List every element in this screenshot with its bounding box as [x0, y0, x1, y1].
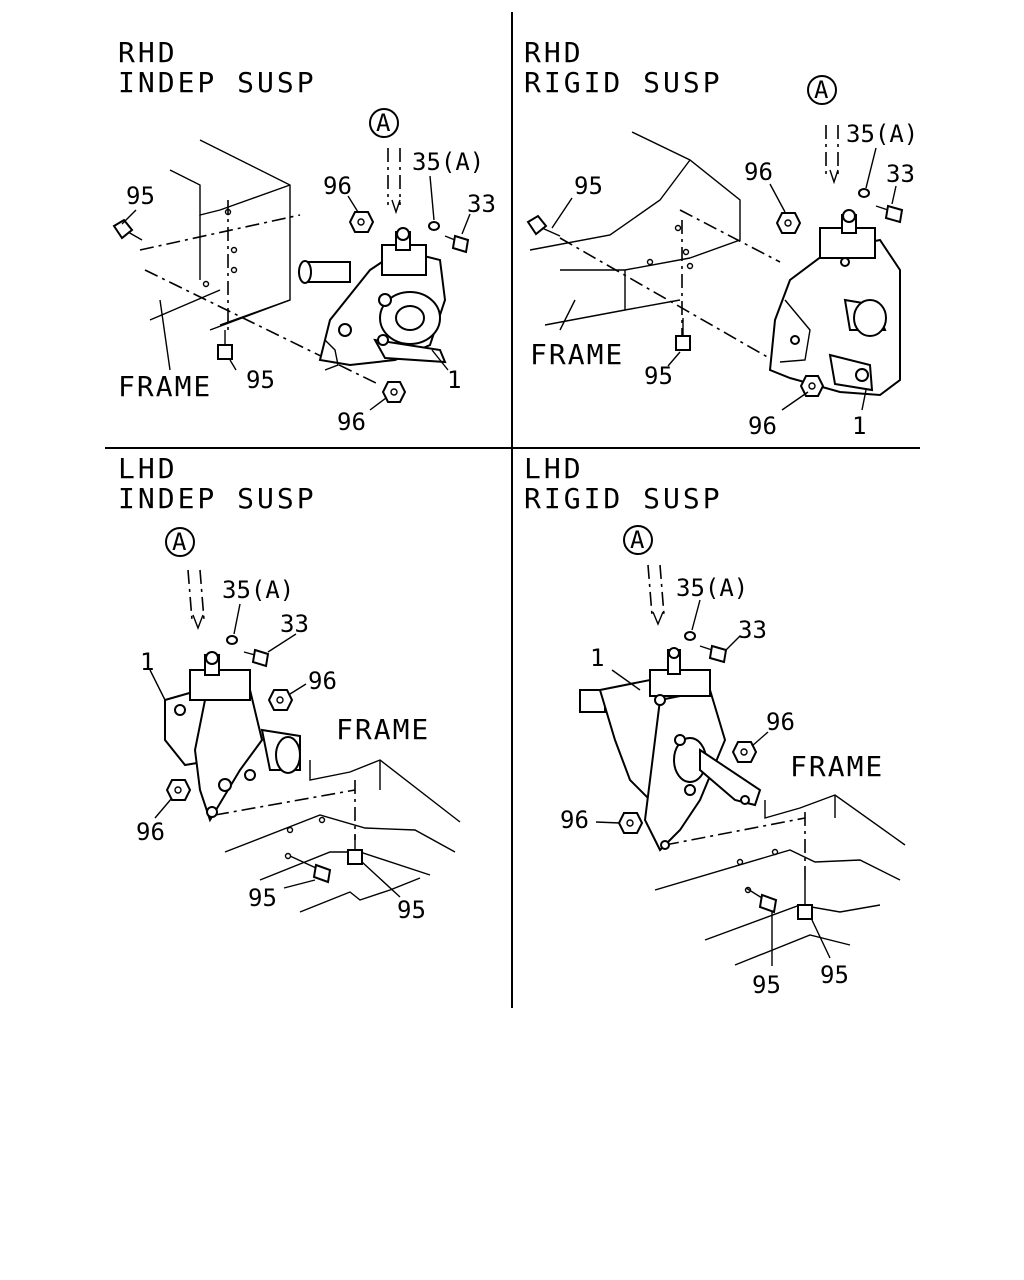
callout-a-circle	[369, 108, 399, 138]
nut-96-top	[267, 689, 294, 711]
callout-1: 1	[140, 648, 154, 676]
callout-95-bottom: 95	[644, 362, 673, 390]
callout-33: 33	[738, 616, 767, 644]
callout-95-left: 95	[126, 182, 155, 210]
bolt-95-a	[289, 855, 332, 884]
callout-35a: 35(A)	[412, 148, 484, 176]
panel-title-line1: LHD	[118, 452, 178, 485]
frame-rail	[529, 131, 791, 371]
callout-1: 1	[447, 366, 461, 394]
nut-96-left	[165, 779, 192, 801]
callout-96-bottom: 96	[337, 408, 366, 436]
callout-a-circle	[807, 75, 837, 105]
bolt-95-b	[797, 880, 813, 920]
callout-95-a: 95	[248, 884, 277, 912]
callout-a-circle	[165, 527, 195, 557]
callout-a: A	[172, 528, 187, 556]
panel-title-line1: LHD	[524, 452, 584, 485]
panel-rhd-rigid-susp: RHD RIGID SUSP FRAME	[524, 36, 918, 440]
callout-33: 33	[280, 610, 309, 638]
callout-35a: 35(A)	[222, 576, 294, 604]
callout-a: A	[814, 76, 829, 104]
washer-35a	[684, 631, 696, 641]
panel-rhd-indep-susp: RHD INDEP SUSP FRAME	[112, 36, 496, 436]
frame-rail	[214, 759, 461, 913]
bolt-33	[699, 644, 728, 664]
bolt-33	[444, 234, 470, 254]
callout-95-b: 95	[397, 896, 426, 924]
bolt-95-b	[347, 835, 363, 865]
callout-35a: 35(A)	[676, 574, 748, 602]
callout-1: 1	[590, 644, 604, 672]
callout-95-b: 95	[820, 961, 849, 989]
frame-label: FRAME	[118, 370, 212, 403]
callout-95-bottom: 95	[246, 366, 275, 394]
bolt-33	[875, 204, 904, 224]
callout-96-top: 96	[308, 667, 337, 695]
panel-lhd-rigid-susp: LHD RIGID SUSP FRAME	[524, 452, 906, 999]
frame-label: FRAME	[336, 713, 430, 746]
panel-title-line2: INDEP SUSP	[118, 66, 317, 99]
steering-gear-box	[164, 651, 301, 823]
callout-95-a: 95	[752, 971, 781, 999]
callout-33: 33	[886, 160, 915, 188]
frame-label: FRAME	[530, 338, 624, 371]
bolt-95-left	[526, 214, 561, 237]
hose-a: A	[369, 108, 401, 215]
callout-a: A	[630, 526, 645, 554]
washer-35a	[428, 221, 440, 231]
callout-96-top: 96	[744, 158, 773, 186]
callout-33: 33	[467, 190, 496, 218]
panel-title-line2: RIGID SUSP	[524, 66, 723, 99]
callout-96-top: 96	[323, 172, 352, 200]
panel-title-line2: INDEP SUSP	[118, 482, 317, 515]
callout-96-left: 96	[136, 818, 165, 846]
washer-35a	[858, 188, 870, 198]
nut-96-top	[731, 741, 758, 763]
washer-35a	[226, 635, 238, 645]
hose-a: A	[623, 525, 665, 626]
frame-label: FRAME	[790, 750, 884, 783]
callout-a: A	[376, 109, 391, 137]
panel-title-line2: RIGID SUSP	[524, 482, 723, 515]
hose-a: A	[807, 75, 839, 185]
bolt-95-bottom	[217, 330, 233, 360]
hose-a: A	[165, 527, 205, 630]
nut-96-bottom	[381, 381, 407, 403]
bolt-95-bottom	[675, 318, 691, 351]
callout-96-top: 96	[766, 708, 795, 736]
nut-96-top	[775, 212, 802, 234]
bolt-95-a	[745, 887, 778, 914]
panel-title-line1: RHD	[524, 36, 584, 69]
callout-95-left: 95	[574, 172, 603, 200]
bolt-95-left	[112, 218, 143, 241]
callout-96-bottom: 96	[748, 412, 777, 440]
callout-1: 1	[852, 412, 866, 440]
panel-title-line1: RHD	[118, 36, 178, 69]
panel-lhd-indep-susp: LHD INDEP SUSP FRAME	[118, 452, 461, 924]
steering-gear-box	[298, 227, 447, 371]
steering-gear-box	[579, 647, 762, 852]
frame-rail	[654, 794, 906, 966]
steering-gear-box	[768, 209, 901, 397]
frame-rail	[139, 139, 381, 386]
nut-96-left	[617, 812, 644, 834]
bolt-33	[243, 648, 270, 668]
callout-96-left: 96	[560, 806, 589, 834]
callout-a-circle	[623, 525, 653, 555]
callout-35a: 35(A)	[846, 120, 918, 148]
nut-96-top	[348, 211, 375, 233]
nut-96-bottom	[799, 375, 825, 397]
